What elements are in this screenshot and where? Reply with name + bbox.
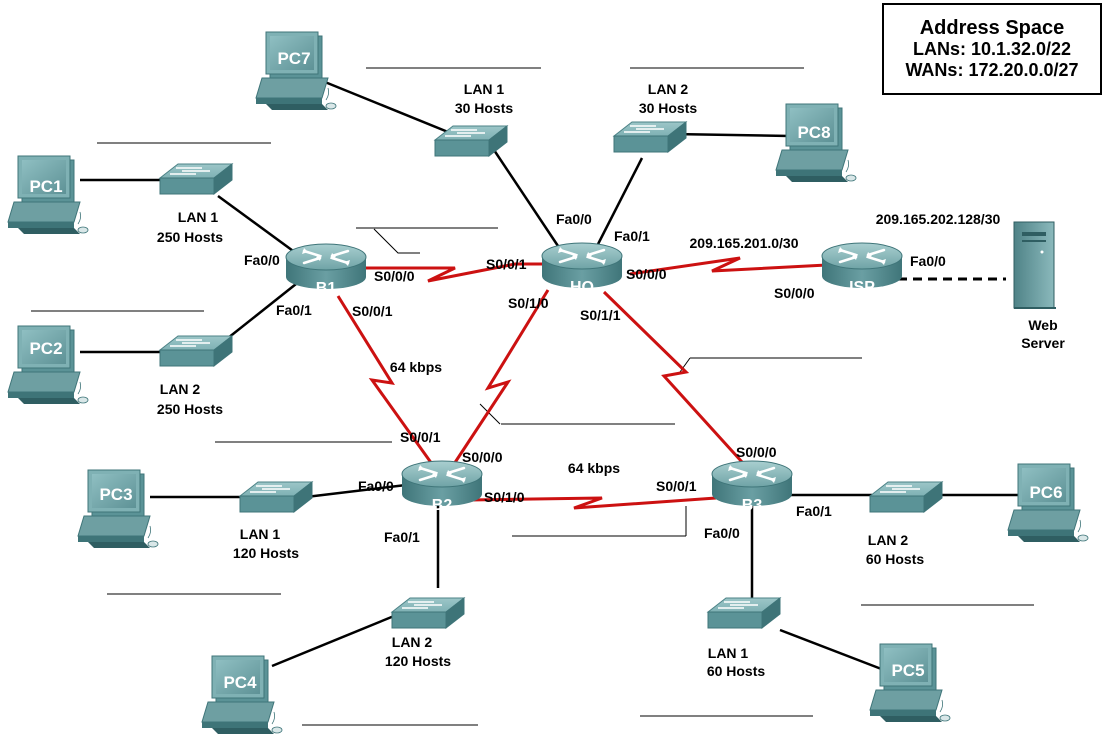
hq-fa00-label: Fa0/0 (556, 211, 592, 227)
pc8-label: PC8 (797, 123, 830, 142)
address-space-wans: WANs: 172.20.0.0/27 (905, 60, 1079, 80)
b2-lan2-name: LAN 2 (392, 634, 433, 650)
router-b2-label: B2 (432, 497, 453, 514)
hq-s010-label: S0/1/0 (508, 295, 549, 311)
router-b1[interactable]: B1 (284, 242, 368, 297)
pc3[interactable]: PC3 (77, 469, 159, 549)
router-b3[interactable]: B3 (710, 459, 794, 514)
router-hq-label: HQ (570, 279, 594, 296)
pc8[interactable]: PC8 (775, 103, 857, 183)
b2-lan1-name: LAN 1 (240, 526, 281, 542)
pc5[interactable]: PC5 (869, 643, 951, 723)
b1-b2-bandwidth-label: 64 kbps (390, 359, 442, 375)
b3-lan1-name: LAN 1 (708, 645, 749, 661)
leader-lines (373, 228, 691, 536)
switch-b3-lan2[interactable] (869, 481, 943, 513)
pc1[interactable]: PC1 (7, 155, 89, 235)
switch-b1-lan1[interactable] (159, 163, 233, 195)
b2-b3-bandwidth-label: 64 kbps (568, 460, 620, 476)
hq-lan2-hosts: 30 Hosts (639, 100, 698, 116)
router-b2[interactable]: B2 (400, 459, 484, 514)
b2-s000-label: S0/0/0 (462, 449, 503, 465)
pc6-label: PC6 (1029, 483, 1062, 502)
address-space-box: Address Space LANs: 10.1.32.0/22 WANs: 1… (882, 3, 1102, 95)
b3-s000-label: S0/0/0 (736, 444, 777, 460)
pc6[interactable]: PC6 (1007, 463, 1089, 543)
isp-fa00-label: Fa0/0 (910, 253, 946, 269)
b3-lan1-hosts: 60 Hosts (707, 663, 766, 679)
b1-lan1-name: LAN 1 (178, 209, 219, 225)
switch-b2-lan1[interactable] (239, 481, 313, 513)
pc7[interactable]: PC7 (255, 31, 337, 111)
isp-s000-label: S0/0/0 (774, 285, 815, 301)
address-space-title: Address Space (919, 17, 1065, 39)
isp-lan-network-label: 209.165.202.128/30 (876, 211, 1001, 227)
b1-s000-label: S0/0/0 (374, 268, 415, 284)
b3-fa00-label: Fa0/0 (704, 525, 740, 541)
hq-lan1-hosts: 30 Hosts (455, 100, 514, 116)
web-server-label-line1: Web (1028, 317, 1057, 333)
pc4[interactable]: PC4 (201, 655, 283, 734)
router-isp-label: ISP (849, 279, 875, 296)
b2-fa01-label: Fa0/1 (384, 529, 420, 545)
b3-fa01-label: Fa0/1 (796, 503, 832, 519)
hq-fa01-label: Fa0/1 (614, 228, 650, 244)
switch-b3-lan1[interactable] (707, 597, 781, 629)
b1-lan2-hosts: 250 Hosts (157, 401, 223, 417)
b2-s010-label: S0/1/0 (484, 489, 525, 505)
b3-lan2-hosts: 60 Hosts (866, 551, 925, 567)
router-b3-label: B3 (742, 497, 763, 514)
b2-lan1-hosts: 120 Hosts (233, 545, 299, 561)
b3-s001-label: S0/0/1 (656, 478, 697, 494)
address-space-lans: LANs: 10.1.32.0/22 (912, 39, 1072, 59)
hq-s011-label: S0/1/1 (580, 307, 621, 323)
b1-s001-label: S0/0/1 (352, 303, 393, 319)
pc2[interactable]: PC2 (7, 325, 89, 405)
switch-hq-lan2[interactable] (613, 121, 687, 153)
hq-lan2-name: LAN 2 (648, 81, 689, 97)
switch-b2-lan2[interactable] (391, 597, 465, 629)
pc4-label: PC4 (223, 673, 257, 692)
pc7-label: PC7 (277, 49, 310, 68)
router-b1-label: B1 (316, 280, 337, 297)
serial-links (336, 256, 847, 510)
ethernet-links (80, 78, 1024, 672)
web-server-label-line2: Server (1021, 335, 1065, 351)
hq-lan1-name: LAN 1 (464, 81, 505, 97)
hq-s001-label: S0/0/1 (486, 256, 527, 272)
interface-labels: Fa0/0 Fa0/1 S0/0/0 S0/0/1 Fa0/0 Fa0/1 S0… (244, 211, 946, 545)
web-server[interactable] (1013, 221, 1057, 309)
answer-blank-lines (31, 67, 1034, 726)
b3-lan2-name: LAN 2 (868, 532, 909, 548)
lan-labels: LAN 1 250 Hosts LAN 2 250 Hosts LAN 1 30… (157, 81, 924, 679)
switch-b1-lan2[interactable] (159, 335, 233, 367)
b1-fa01-label: Fa0/1 (276, 302, 312, 318)
pc1-label: PC1 (29, 177, 62, 196)
b1-lan1-hosts: 250 Hosts (157, 229, 223, 245)
b2-lan2-hosts: 120 Hosts (385, 653, 451, 669)
b2-fa00-label: Fa0/0 (358, 478, 394, 494)
b2-s001-label: S0/0/1 (400, 429, 441, 445)
pc2-label: PC2 (29, 339, 62, 358)
pc3-label: PC3 (99, 485, 132, 504)
router-isp[interactable]: ISP (820, 241, 904, 296)
router-hq[interactable]: HQ (540, 241, 624, 296)
hq-isp-wan-network-label: 209.165.201.0/30 (690, 235, 799, 251)
pc5-label: PC5 (891, 661, 924, 680)
b1-lan2-name: LAN 2 (160, 381, 201, 397)
hq-s000-label: S0/0/0 (626, 266, 667, 282)
b1-fa00-label: Fa0/0 (244, 252, 280, 268)
